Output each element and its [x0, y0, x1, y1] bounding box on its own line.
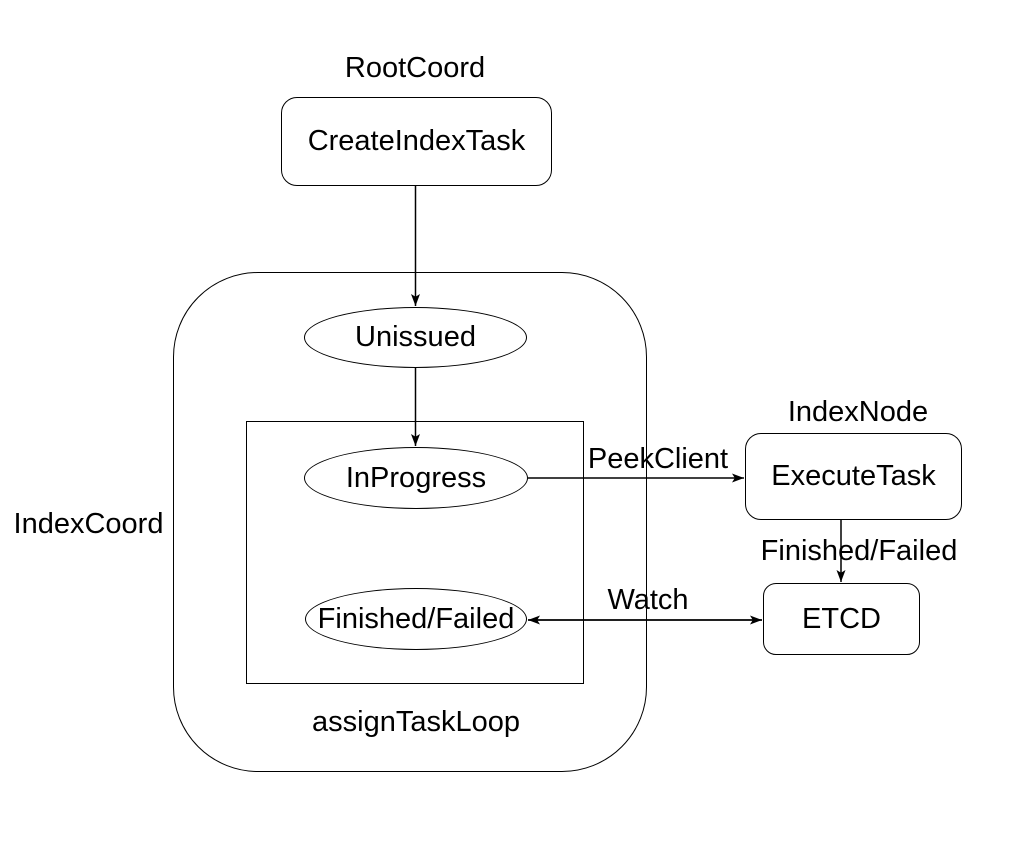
- state-in-progress-label: InProgress: [345, 461, 487, 494]
- label-assign-task-loop: assignTaskLoop: [312, 706, 520, 738]
- label-index-coord: IndexCoord: [13, 508, 164, 540]
- node-etcd: ETCD: [763, 583, 920, 655]
- node-create-index-task-label: CreateIndexTask: [307, 125, 526, 157]
- state-finished-failed-label: Finished/Failed: [317, 602, 515, 635]
- label-index-node: IndexNode: [787, 396, 929, 428]
- node-create-index-task: CreateIndexTask: [281, 97, 552, 186]
- node-execute-task: ExecuteTask: [745, 433, 962, 520]
- state-unissued-label: Unissued: [355, 321, 476, 353]
- edge-label-watch: Watch: [607, 584, 689, 616]
- state-finished-failed: Finished/Failed: [305, 588, 527, 650]
- label-root-coord: RootCoord: [344, 52, 486, 84]
- state-unissued: Unissued: [304, 307, 527, 368]
- state-in-progress: InProgress: [304, 447, 528, 509]
- node-execute-task-label: ExecuteTask: [771, 460, 936, 492]
- edge-label-finished-failed: Finished/Failed: [760, 535, 958, 567]
- node-etcd-label: ETCD: [802, 602, 881, 635]
- edge-label-peek-client: PeekClient: [587, 443, 729, 475]
- index-coord-container: [173, 272, 647, 772]
